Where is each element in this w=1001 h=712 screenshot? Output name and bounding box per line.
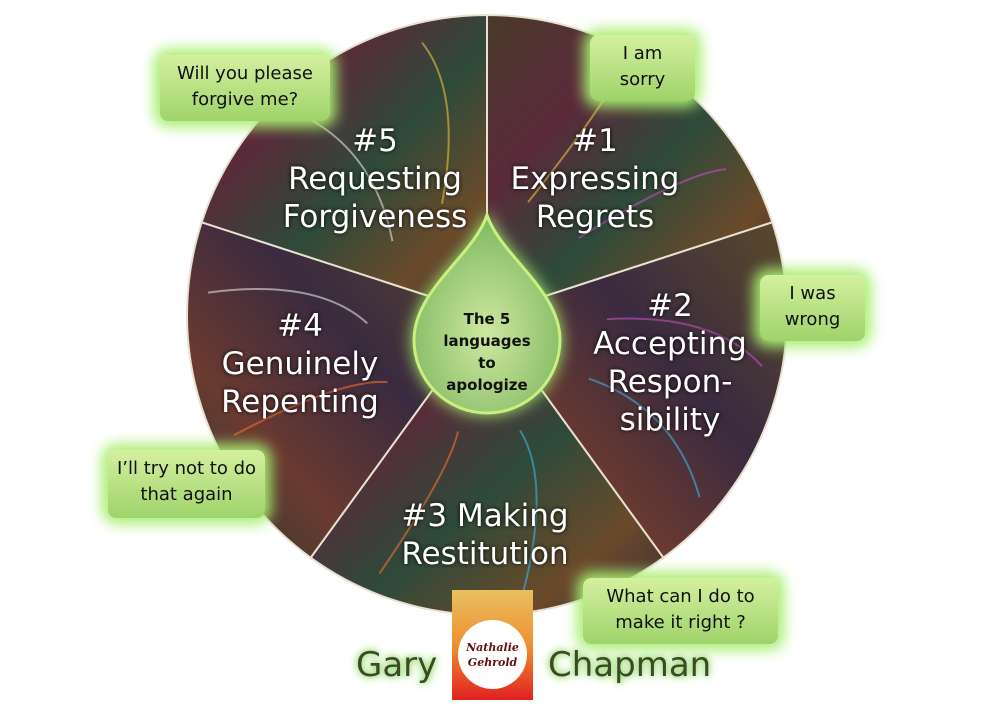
paint-stroke [578, 168, 727, 239]
segment-1-label: #1 Expressing Regrets [510, 123, 680, 235]
paint-stroke [588, 377, 701, 498]
quote-text: I’ll try not to do that again [116, 458, 257, 505]
center-line-3: to apologize [446, 354, 528, 394]
quote-text: What can I do to make it right ? [606, 586, 755, 633]
logo-line-1: Nathalie [466, 640, 519, 654]
paint-stroke [207, 288, 368, 325]
quote-bubble-2: I was wrong [760, 275, 865, 341]
segment-4-label: #4 Genuinely Repenting [221, 308, 379, 420]
quote-bubble-5: Will you please forgive me? [160, 55, 330, 121]
paint-stroke [421, 42, 450, 204]
center-title: The 5 languages to apologize [437, 308, 537, 396]
author-last-name: Chapman [548, 645, 712, 685]
paint-stroke [233, 380, 388, 437]
quote-bubble-1: I am sorry [590, 35, 695, 101]
paint-stroke [606, 317, 763, 368]
center-line-1: The 5 [463, 310, 511, 328]
logo: Nathalie Gehrold [452, 590, 533, 700]
drop-shape [412, 210, 562, 415]
segment-5-label: #5 Requesting Forgiveness [282, 123, 468, 235]
quote-text: I was wrong [784, 283, 841, 330]
logo-line-2: Gehrold [467, 655, 518, 669]
paint-stroke [378, 431, 459, 575]
quote-bubble-3: What can I do to make it right ? [583, 578, 778, 644]
quote-text: Will you please forgive me? [177, 63, 313, 110]
segment-2-label: #2 Accepting Respon- sibility [593, 288, 747, 438]
paint-stroke [519, 429, 538, 593]
center-line-2: languages [443, 332, 531, 350]
segment-3-label: #3 Making Restitution [401, 498, 569, 572]
author-first-name: Gary [356, 645, 438, 685]
wedge-2 [485, 221, 788, 560]
quote-text: I am sorry [619, 43, 666, 90]
quote-bubble-4: I’ll try not to do that again [108, 450, 265, 518]
